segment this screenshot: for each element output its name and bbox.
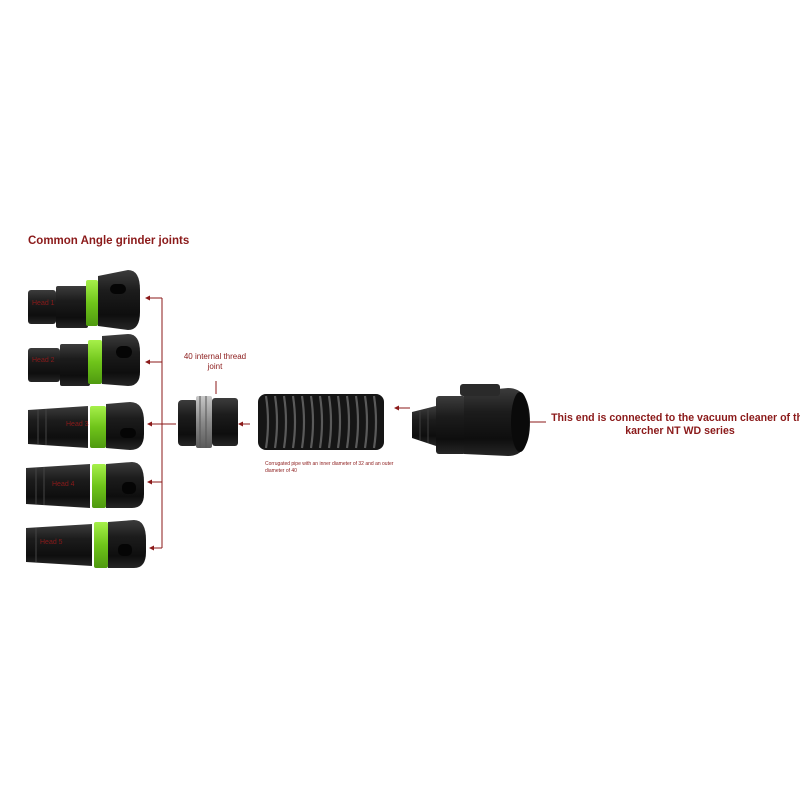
diagram-title: Common Angle grinder joints <box>28 235 190 247</box>
head-3-nozzle <box>28 402 144 450</box>
arrow-left-icon <box>145 295 154 551</box>
arrow-to-adapter <box>394 405 410 411</box>
head-label-5: Head 5 <box>40 539 63 546</box>
thread-joint <box>178 396 238 448</box>
corrugated-pipe <box>258 394 384 450</box>
head-2-nozzle <box>28 334 140 386</box>
head-label-2: Head 2 <box>32 357 55 364</box>
vacuum-adapter <box>412 384 530 456</box>
thread-joint-label: 40 internal thread joint <box>183 352 247 371</box>
head-label-4: Head 4 <box>52 481 75 488</box>
bracket-connector <box>148 297 176 549</box>
head-label-3: Head 3 <box>66 421 89 428</box>
head-1-nozzle <box>28 270 140 330</box>
vacuum-end-caption: This end is connected to the vacuum clea… <box>551 412 800 437</box>
head-5-nozzle <box>26 520 146 568</box>
head-label-1: Head 1 <box>32 300 55 307</box>
pipe-caption: Corrugated pipe with an inner diameter o… <box>265 461 394 474</box>
head-4-nozzle <box>26 462 144 508</box>
arrow-right-to-joint <box>238 421 250 427</box>
